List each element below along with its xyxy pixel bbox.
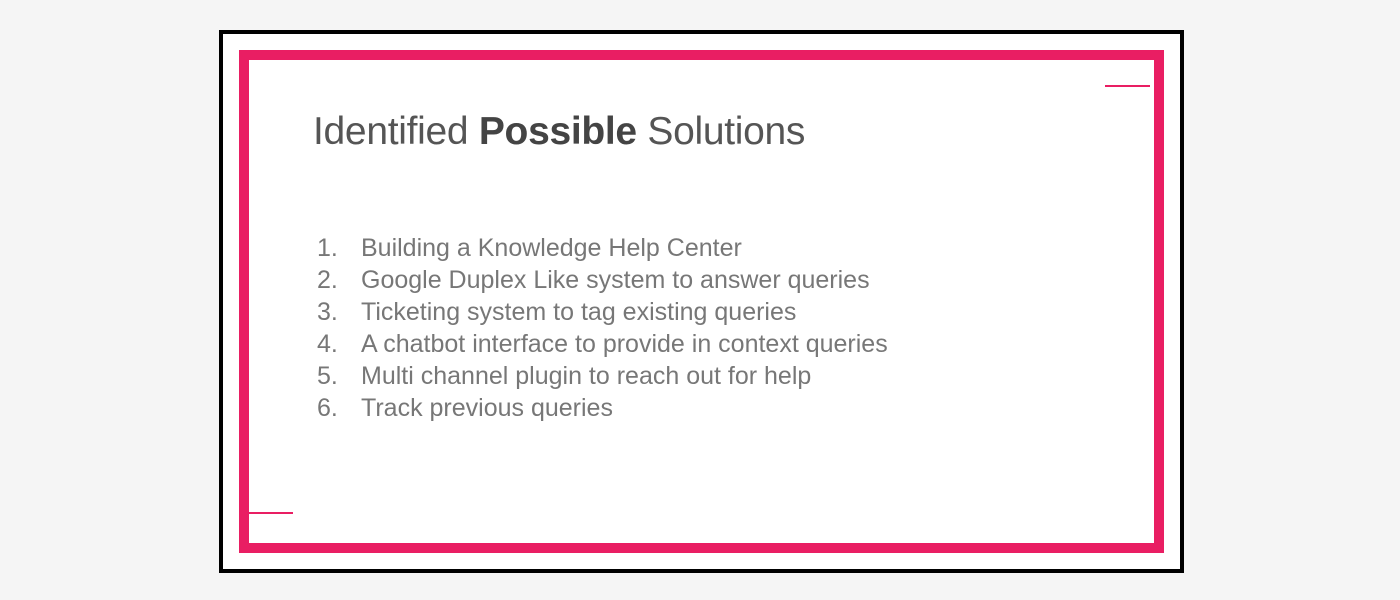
list-item-text: A chatbot interface to provide in contex… bbox=[361, 330, 888, 358]
list-item-number: 3. bbox=[317, 298, 338, 326]
list-item-number: 4. bbox=[317, 330, 338, 358]
list-item-number: 6. bbox=[317, 394, 338, 422]
list-item-text: Google Duplex Like system to answer quer… bbox=[361, 266, 870, 294]
title-prefix: Identified bbox=[313, 110, 479, 153]
slide-outer-border: Identified Possible Solutions 1. Buildin… bbox=[219, 30, 1184, 573]
list-item-text: Ticketing system to tag existing queries bbox=[361, 298, 797, 326]
title-emphasis: Possible bbox=[478, 110, 637, 153]
list-item-text: Track previous queries bbox=[361, 394, 613, 422]
list-item: 5. Multi channel plugin to reach out for… bbox=[317, 360, 888, 392]
accent-line-top-right bbox=[1105, 85, 1150, 87]
accent-line-bottom-left bbox=[249, 512, 293, 514]
list-item-number: 1. bbox=[317, 234, 338, 262]
list-item-text: Multi channel plugin to reach out for he… bbox=[361, 362, 812, 390]
slide-frame: Identified Possible Solutions 1. Buildin… bbox=[239, 50, 1164, 553]
list-item: 4. A chatbot interface to provide in con… bbox=[317, 328, 888, 360]
list-item: 1. Building a Knowledge Help Center bbox=[317, 232, 888, 264]
list-item-number: 2. bbox=[317, 266, 338, 294]
solutions-list: 1. Building a Knowledge Help Center 2. G… bbox=[317, 232, 888, 424]
list-item: 6. Track previous queries bbox=[317, 392, 888, 424]
list-item-number: 5. bbox=[317, 362, 338, 390]
list-item: 2. Google Duplex Like system to answer q… bbox=[317, 264, 888, 296]
title-suffix: Solutions bbox=[636, 110, 806, 153]
list-item-text: Building a Knowledge Help Center bbox=[361, 234, 742, 262]
list-item: 3. Ticketing system to tag existing quer… bbox=[317, 296, 888, 328]
slide-title: Identified Possible Solutions bbox=[313, 110, 805, 154]
